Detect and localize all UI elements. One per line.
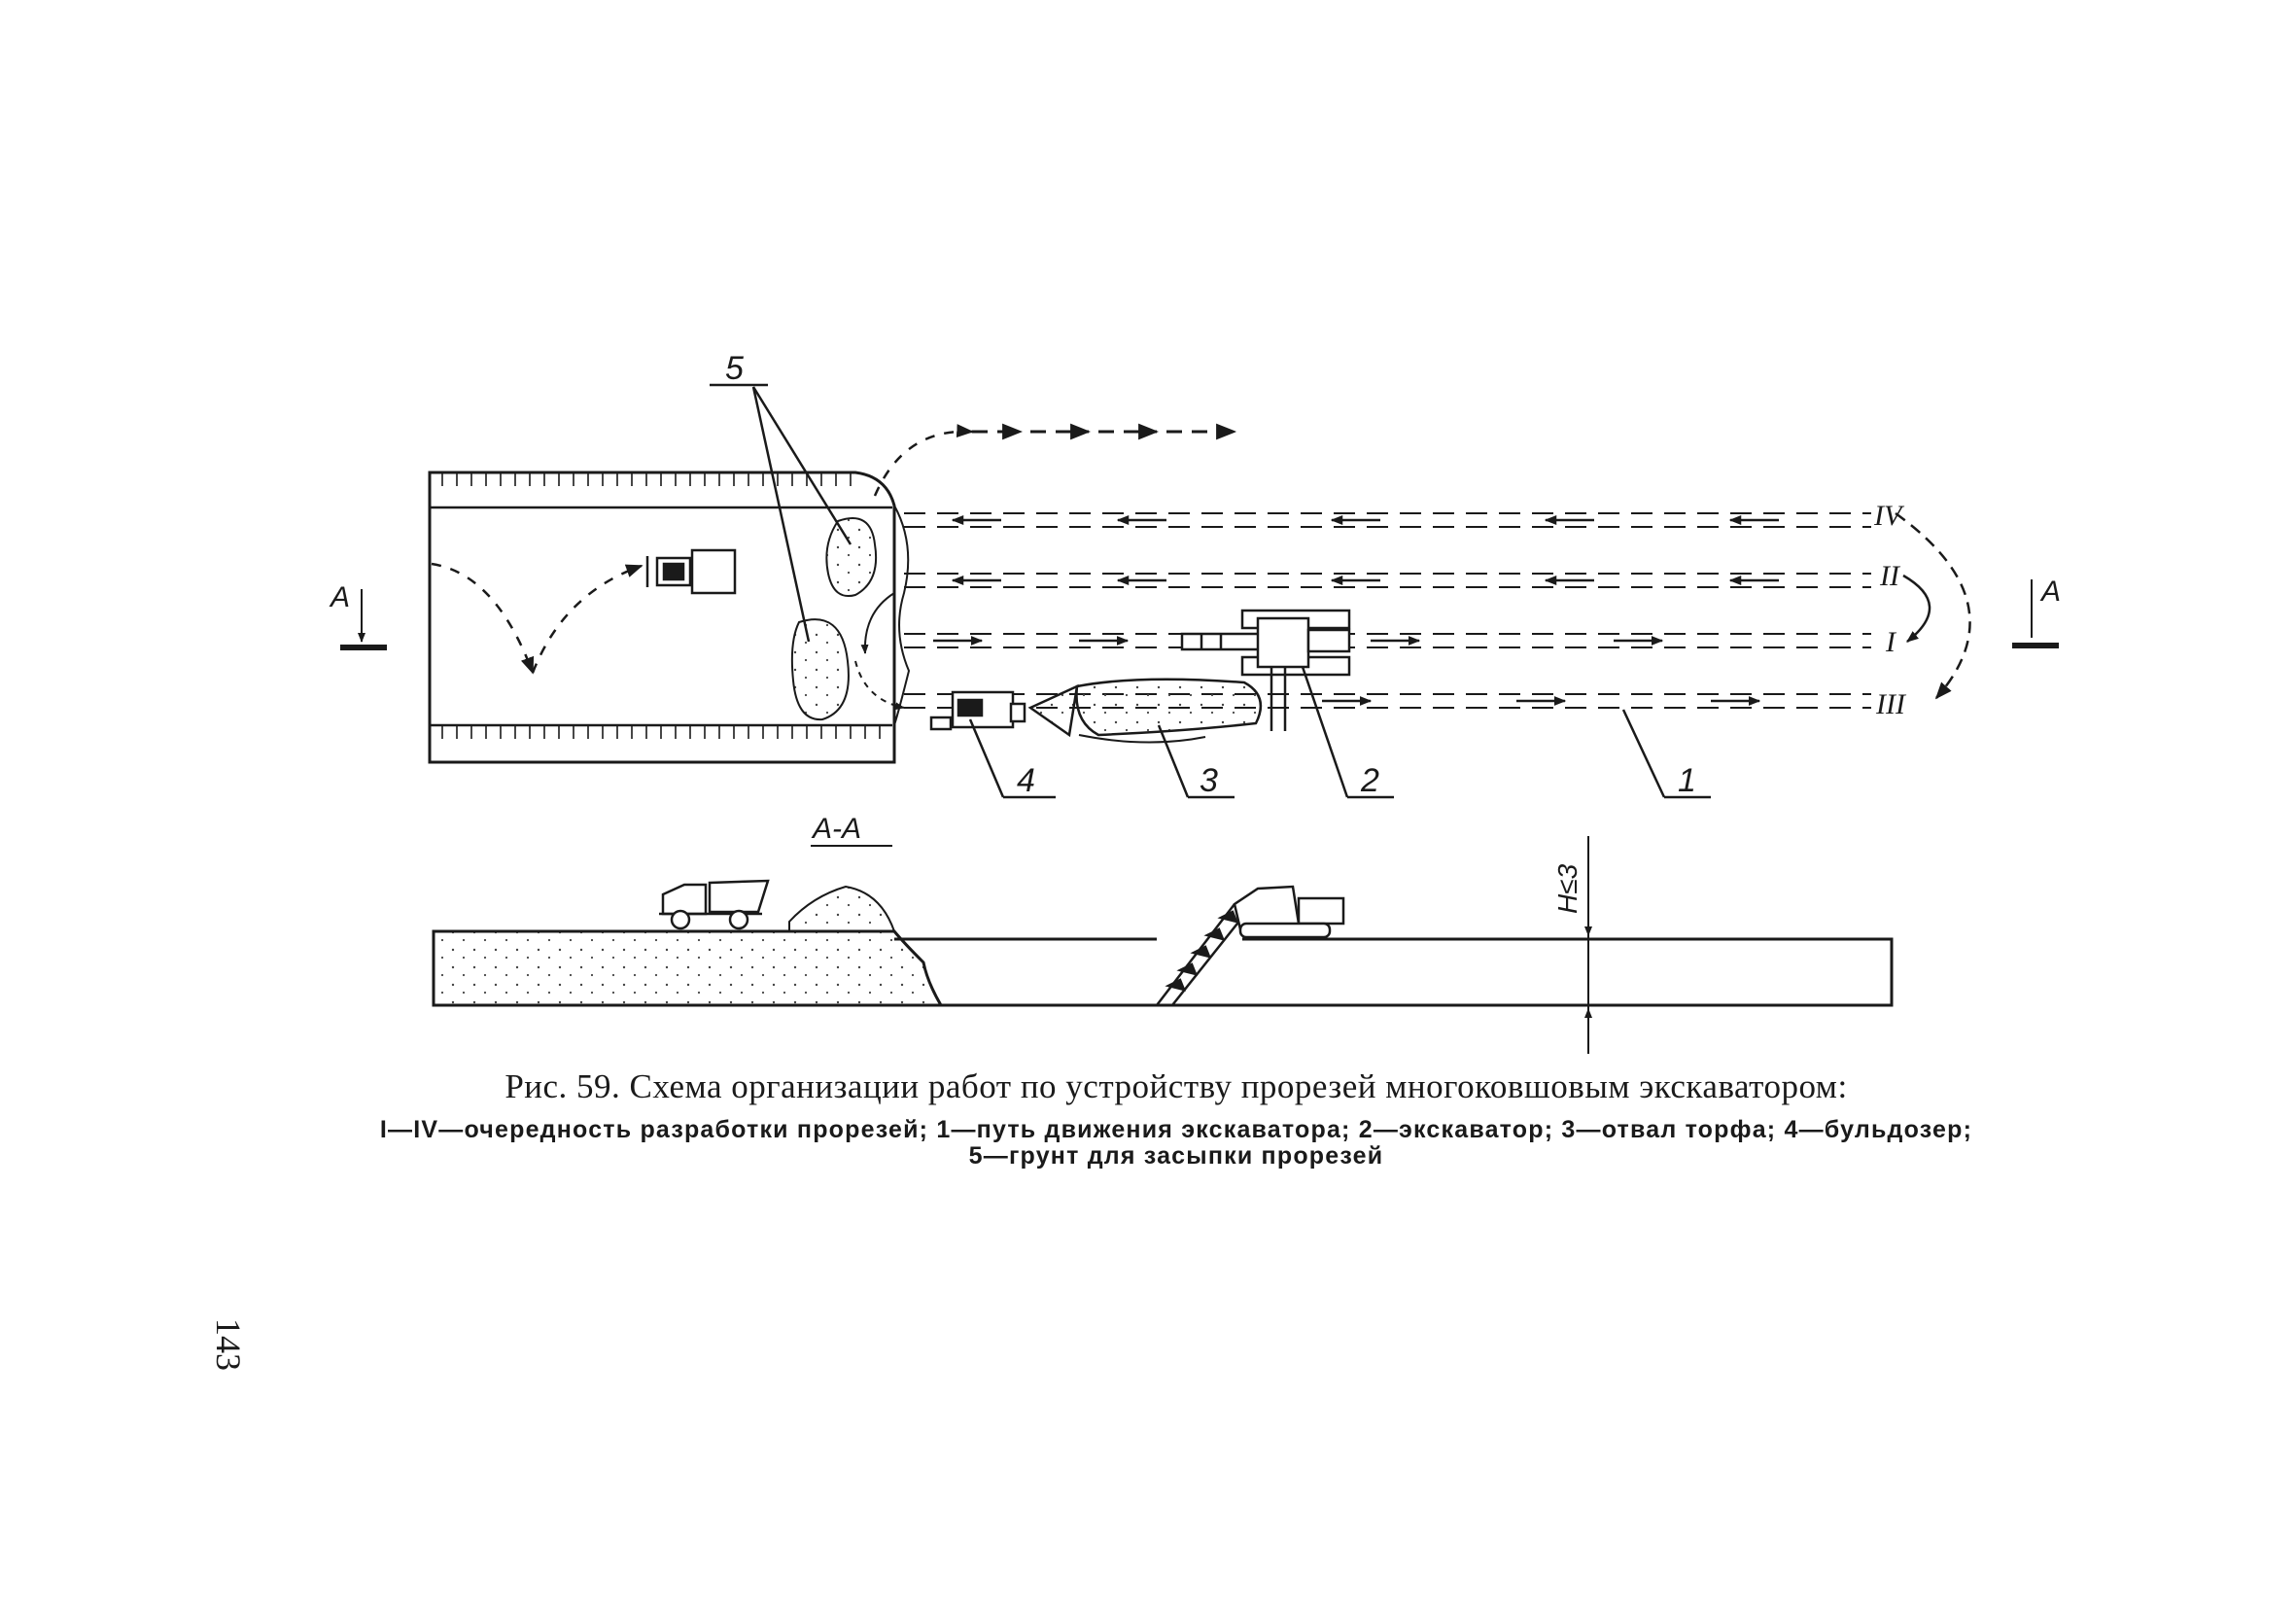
soil-heap-lower (790, 618, 850, 721)
callout-3: 3 (1200, 762, 1218, 799)
bottom-edge-ticks (441, 725, 881, 739)
heap-to-lane-arrow (854, 660, 905, 711)
peat-dump-tail (1078, 734, 1206, 744)
fill-area-outline (428, 471, 896, 764)
callout-5: 5 (725, 350, 744, 387)
figure-caption-title: Рис. 59. Схема организации работ по устр… (504, 1067, 1848, 1105)
dump-truck (659, 879, 770, 930)
section-title: А-А (811, 813, 861, 845)
face-line (893, 505, 911, 726)
section-label-left: A (329, 581, 350, 613)
depth-label: H≤3 (1552, 863, 1583, 914)
lane-label-I: I (1885, 626, 1897, 658)
page-number: 143 (209, 1318, 248, 1371)
soil-pile-section (788, 885, 896, 932)
lane-label-II: II (1879, 560, 1901, 592)
callout-leaders (710, 383, 1711, 799)
excavator-plan (1180, 609, 1351, 731)
bulldozer-plan (929, 690, 1026, 731)
face-curve-arrow (860, 592, 895, 654)
bulldozer-on-fill (645, 548, 737, 595)
peat-dump (1075, 678, 1263, 737)
figure-caption-legend-line-2: 5—грунт для засыпки прорезей (968, 1142, 1384, 1170)
plan-view (340, 383, 2059, 799)
turn-arrow-II-I (1902, 574, 1931, 643)
turn-arrow-IV-III (1895, 511, 1971, 700)
soil-heap-upper (825, 517, 877, 597)
cut-bottom-line (941, 937, 1894, 1007)
lane-arrows (933, 515, 1779, 706)
top-edge-ticks (441, 472, 852, 486)
callout-1: 1 (1678, 762, 1696, 799)
return-arrow-top (873, 424, 974, 497)
section-view (432, 836, 1894, 1054)
callout-4: 4 (1017, 762, 1035, 799)
lane-label-IV: IV (1873, 500, 1905, 532)
lane-label-III: III (1875, 688, 1907, 720)
bulldozer-path-left (431, 562, 535, 675)
section-label-right: A (2039, 576, 2061, 608)
figure-caption-legend-line-1: I—IV—очередность разработки прорезей; 1—… (379, 1116, 1973, 1143)
section-marker-left (340, 589, 387, 650)
section-marker-right (2012, 579, 2059, 648)
bulldozer-path-right (531, 564, 644, 674)
cut-lanes (904, 512, 1871, 709)
excavator-section (1156, 885, 1345, 1006)
fill-embankment-section (432, 929, 944, 1007)
callout-2: 2 (1360, 762, 1379, 799)
peat-spoil-chute (1027, 683, 1079, 738)
